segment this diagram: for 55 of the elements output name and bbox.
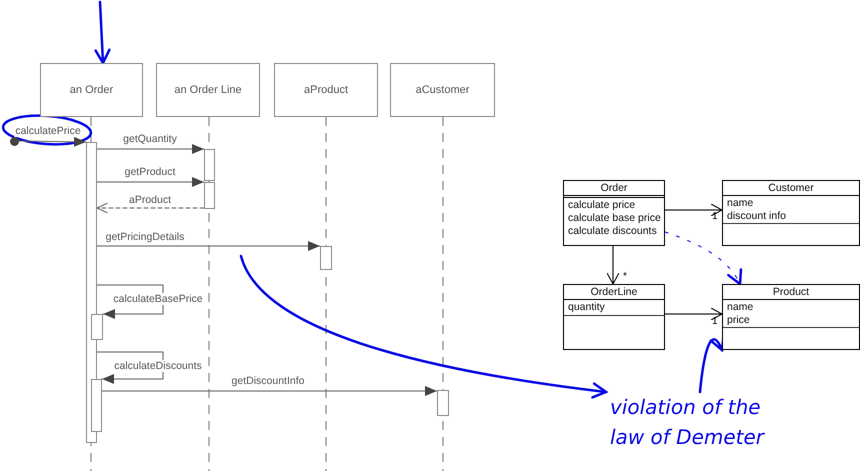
- class-box: [563, 180, 665, 246]
- message-label: aProduct: [128, 194, 172, 206]
- attribute-text: quantity: [568, 301, 606, 314]
- message-label: getPricingDetails: [104, 231, 186, 243]
- class-name: OrderLine: [564, 285, 664, 300]
- class-name: Order: [564, 181, 664, 198]
- start-dot: [10, 137, 19, 146]
- message-arrow: [102, 386, 438, 396]
- object-name: aProduct: [304, 84, 348, 96]
- class-box: [722, 180, 860, 246]
- activation-bar: [204, 149, 215, 181]
- object-name: an Order Line: [174, 84, 242, 96]
- activation-bar: [91, 314, 103, 340]
- attribute-text: price: [727, 314, 751, 327]
- operation-text: calculate price: [568, 199, 636, 212]
- annotation-arrow: [664, 308, 722, 320]
- multiplicity-label: *: [623, 272, 627, 282]
- message-label: calculateDiscounts: [113, 360, 203, 372]
- class-box: [722, 284, 860, 350]
- message-arrow: [96, 202, 204, 214]
- message-arrow: [96, 241, 320, 251]
- activation-bar: [320, 246, 332, 270]
- object-box: [40, 63, 143, 117]
- class-name: Customer: [723, 181, 859, 196]
- attribute-text: discount info: [727, 210, 787, 223]
- message-label: calculateBasePrice: [112, 293, 204, 305]
- message-label: getProduct: [124, 166, 176, 178]
- class-name: Product: [723, 285, 859, 300]
- annotation-arrow: [664, 232, 742, 286]
- operation-text: calculate base price: [568, 212, 660, 225]
- object-name: aCustomer: [416, 84, 470, 96]
- activation-bar: [204, 182, 215, 209]
- operation-text: calculate discounts: [568, 225, 658, 238]
- object-name: an Order: [70, 84, 114, 96]
- object-box: [274, 63, 378, 117]
- annotation-arrow: [94, 0, 111, 64]
- object-box: [390, 63, 495, 117]
- object-box: [156, 63, 260, 117]
- activation-bar: [91, 379, 102, 432]
- annotation-arrow: [606, 246, 620, 284]
- message-arrow: [96, 177, 204, 187]
- attribute-text: name: [727, 197, 754, 210]
- annotation-arrow: [240, 254, 608, 399]
- message-arrow: [96, 144, 204, 154]
- message-label: getQuantity: [122, 133, 178, 145]
- message-arrow: [18, 136, 86, 147]
- message-label: getDiscountInfo: [230, 375, 306, 387]
- activation-bar: [437, 390, 449, 416]
- class-box: [563, 284, 665, 350]
- message-label: calculatePrice: [14, 125, 82, 137]
- message-arrow: [96, 284, 164, 319]
- handwritten-note: violation of the law of Demeter: [606, 392, 796, 468]
- annotation-arrow: [664, 204, 722, 216]
- message-arrow: [96, 352, 164, 384]
- attribute-text: name: [727, 301, 754, 314]
